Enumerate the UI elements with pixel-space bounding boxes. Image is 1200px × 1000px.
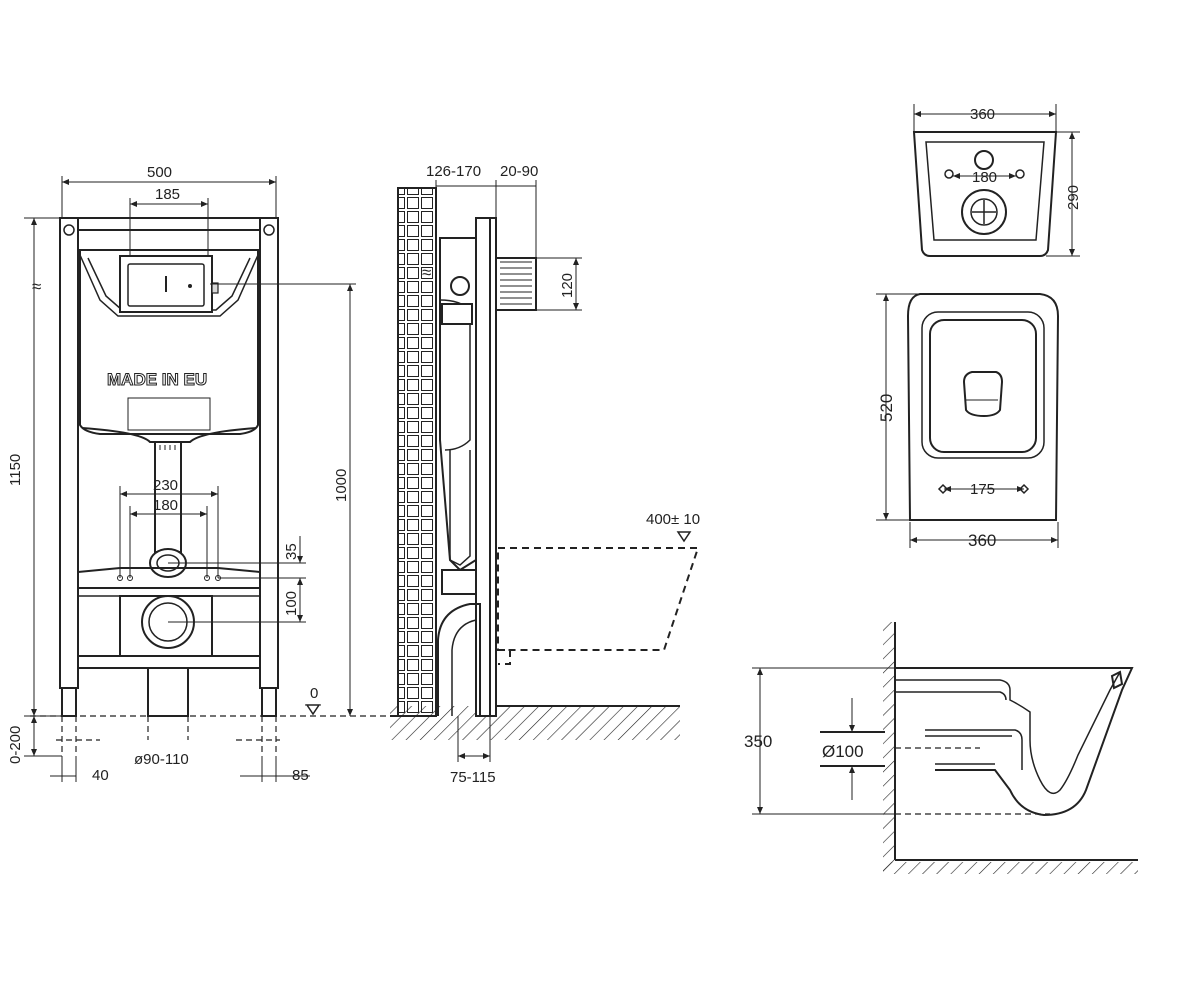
dim-35: 35 (283, 543, 300, 560)
drain-pipe (147, 667, 189, 717)
left-post (59, 217, 79, 689)
front-view: MADE IN EU (7, 164, 390, 784)
wall-hatch (883, 622, 895, 872)
dim-button-185: 185 (155, 186, 180, 203)
bowl-outline (497, 547, 700, 651)
dim-bowl-400: 400± 10 (646, 511, 700, 528)
dim-top-290: 290 (1065, 185, 1082, 210)
dim-pipe-diameter: ø90-110 (134, 751, 189, 768)
dim-leg-85: 85 (292, 767, 309, 784)
flush-pipe (154, 441, 182, 553)
floor-level-0: 0 (310, 685, 318, 702)
top-outline (912, 131, 1058, 257)
top-bar (77, 217, 261, 231)
dim-wall-20-90: 20-90 (500, 163, 538, 180)
dim-leg-40: 40 (92, 767, 109, 784)
dim-120: 120 (559, 273, 576, 298)
dim-adjust-0-200: 0-200 (7, 726, 24, 764)
dim-230: 230 (153, 477, 178, 494)
flush-bracket (495, 257, 537, 311)
plan-outline (906, 293, 1060, 521)
dim-180: 180 (153, 497, 178, 514)
right-post (259, 217, 279, 689)
frame-panel (475, 217, 491, 717)
brick-wall (397, 187, 437, 717)
dim-top-180: 180 (972, 169, 997, 186)
water-inlet-icon: ≈ (32, 277, 41, 296)
dim-width-500: 500 (147, 164, 172, 181)
plan-view: 175 520 360 (876, 293, 1060, 550)
dim-100: 100 (283, 591, 300, 616)
dim-plan-360: 360 (968, 531, 996, 550)
dim-plan-520: 520 (877, 394, 896, 422)
dim-section-350: 350 (744, 732, 772, 751)
brand-label: MADE IN EU (107, 370, 207, 389)
section-view: 350 Ø100 (744, 622, 1138, 874)
dim-section-d100: Ø100 (822, 742, 864, 761)
dim-depth-126-170: 126-170 (426, 163, 481, 180)
dim-plan-175: 175 (970, 481, 995, 498)
dim-bottom-75-115: 75-115 (450, 769, 496, 786)
dim-top-360: 360 (970, 106, 995, 123)
dim-height-1000: 1000 (333, 469, 350, 502)
side-water-icon: ≈ (422, 263, 431, 282)
floor-hatch (390, 706, 680, 740)
dim-height-1150: 1150 (7, 454, 24, 486)
side-view: ≈ 126-170 20-90 120 400± 10 (390, 163, 700, 786)
top-view: 180 360 290 (912, 104, 1082, 257)
section-bowl (895, 667, 1134, 817)
